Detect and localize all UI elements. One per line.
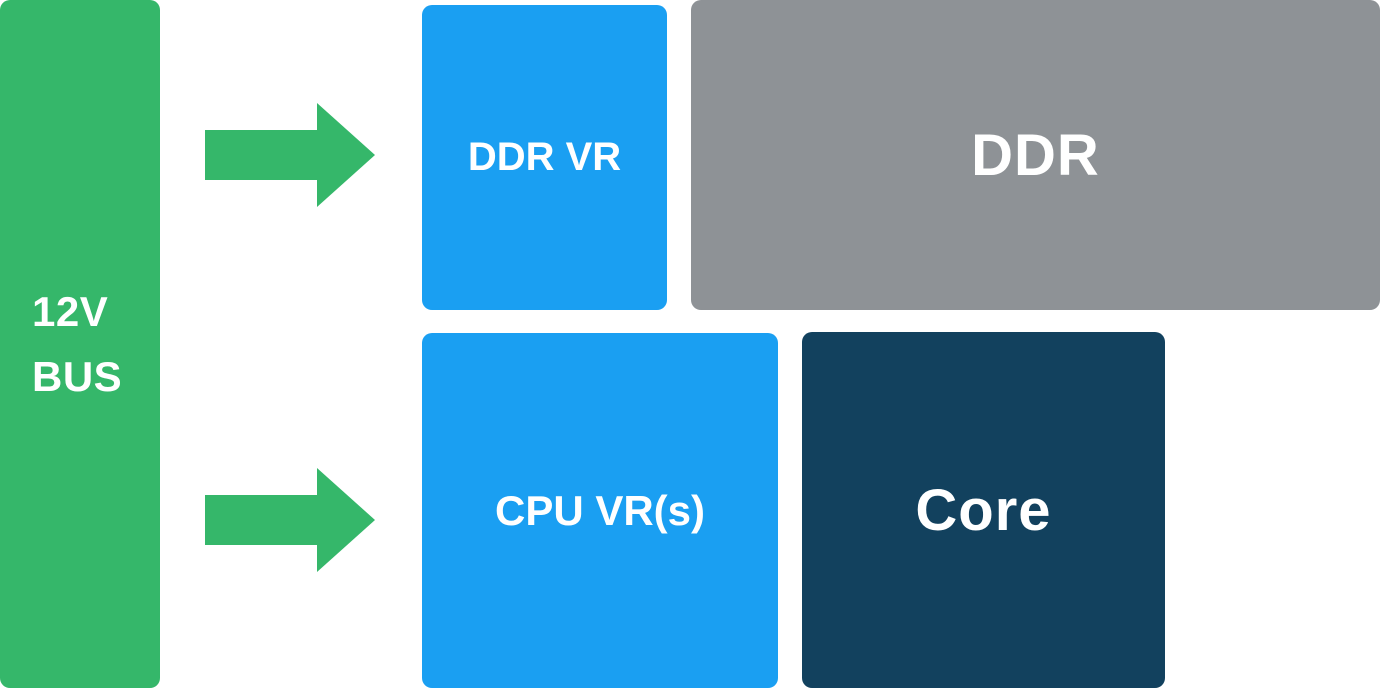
ddr-block: DDR (691, 0, 1380, 310)
right-arrow-icon (205, 103, 375, 207)
ddr-vr-label: DDR VR (467, 135, 622, 179)
core-block: Core (802, 332, 1165, 688)
bus-12v-block: 12V BUS (0, 0, 160, 688)
core-label: Core (915, 477, 1052, 543)
bus-12v-label-line1: 12V (32, 287, 109, 335)
bus-12v-label-line2: BUS (32, 353, 123, 400)
ddr-vr-block: DDR VR (422, 5, 667, 310)
bus-12v-label: 12V BUS (0, 279, 122, 409)
cpu-vr-label: CPU VR(s) (494, 486, 706, 534)
right-arrow-icon (205, 468, 375, 572)
ddr-label: DDR (971, 122, 1100, 188)
cpu-vr-block: CPU VR(s) (422, 333, 778, 688)
